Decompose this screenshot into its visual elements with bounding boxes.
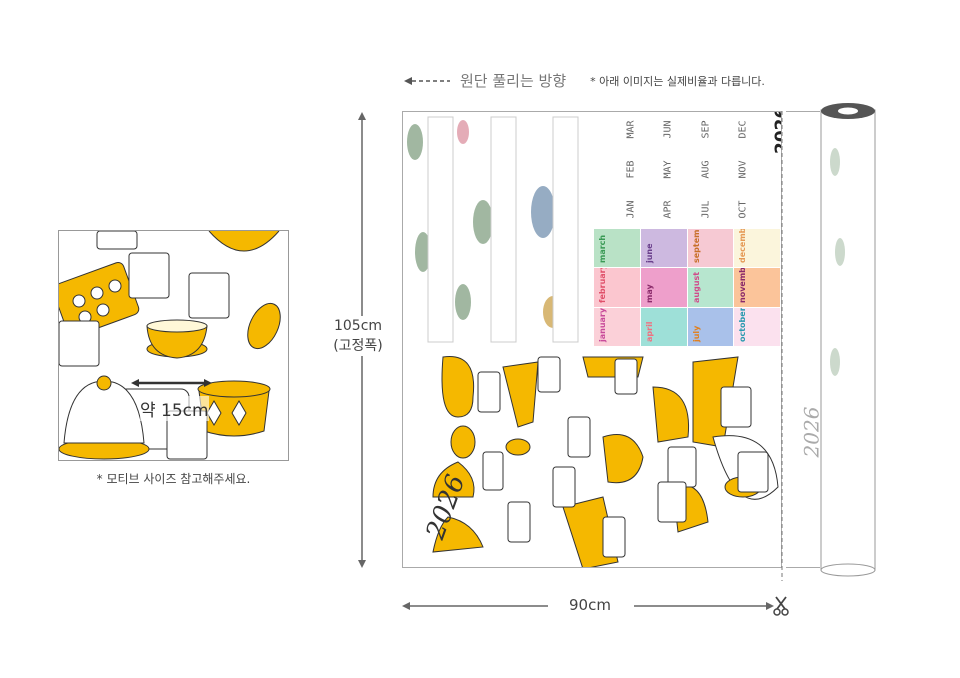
month-cell-label: february (598, 268, 607, 303)
month-cell-november: november (734, 268, 780, 307)
height-note: (고정폭) (333, 338, 383, 354)
motif-size-label: 약 15cm (140, 396, 209, 421)
roll-script-year: 2026 (799, 406, 824, 458)
width-arrow (402, 602, 774, 610)
fabric-panel: 2026 MAR JUN SEP DEC FEB MAY AUG NOV JAN… (402, 111, 782, 568)
month-cell-label: august (691, 271, 701, 303)
dashed-arrow-left-icon (404, 76, 450, 85)
month-cell-label: november (738, 268, 748, 303)
cut-line (781, 111, 783, 581)
month-jun: JUN (662, 120, 674, 139)
month-cell-december: december (734, 229, 780, 268)
month-cell-january: january (594, 307, 640, 346)
month-cell-august: august (687, 268, 734, 307)
kitchenware-section (432, 356, 779, 567)
month-cell-march: march (594, 229, 640, 268)
month-cell-june: june (640, 229, 687, 268)
month-dec: DEC (737, 120, 749, 139)
month-color-grid: march june september december february may aug… (594, 229, 780, 346)
fabric-roll (820, 103, 876, 577)
width-label: 90cm (569, 596, 611, 614)
month-cell-may: may (640, 268, 687, 307)
month-jan: JAN (625, 200, 637, 219)
month-cell-october: october (734, 307, 780, 346)
month-feb: FEB (625, 160, 637, 179)
fabric-continuation (786, 111, 820, 568)
botanical-calendars (407, 116, 579, 343)
scale-note: * 아래 이미지는 실제비율과 다릅니다. (590, 74, 765, 88)
motif-swatch (58, 230, 289, 461)
month-oct: OCT (737, 200, 749, 219)
height-label: 105cm (고정폭) (318, 316, 398, 356)
kitchenware-illustration (59, 231, 281, 460)
year-overview: 2026 MAR JUN SEP DEC FEB MAY AUG NOV JAN… (594, 112, 781, 228)
height-value: 105cm (333, 318, 383, 334)
month-mar: MAR (625, 120, 637, 139)
month-cell-label: march (598, 235, 607, 264)
month-cell-label: may (644, 283, 654, 303)
month-cell-label: december (738, 229, 748, 264)
month-cell-april: april (640, 307, 687, 346)
month-apr: APR (662, 200, 674, 219)
unroll-direction: 원단 풀리는 방향 * 아래 이미지는 실제비율과 다릅니다. (404, 70, 765, 91)
month-cell-september: september (687, 229, 734, 268)
month-cell-july: july (687, 307, 734, 346)
month-aug: AUG (700, 160, 712, 179)
month-cell-label: january (598, 307, 607, 342)
month-may: MAY (662, 160, 674, 179)
scissors-icon (773, 596, 789, 616)
month-sep: SEP (700, 120, 712, 139)
month-cell-label: april (644, 321, 654, 342)
direction-label: 원단 풀리는 방향 (460, 72, 567, 90)
month-cell-label: july (691, 325, 701, 342)
month-cell-label: september (691, 229, 701, 264)
month-jul: JUL (700, 200, 712, 219)
month-cell-february: february (594, 268, 640, 307)
month-cell-label: june (644, 243, 654, 264)
motif-note: * 모티브 사이즈 참고해주세요. (96, 472, 251, 486)
month-nov: NOV (737, 160, 749, 179)
month-cell-label: october (738, 307, 748, 342)
